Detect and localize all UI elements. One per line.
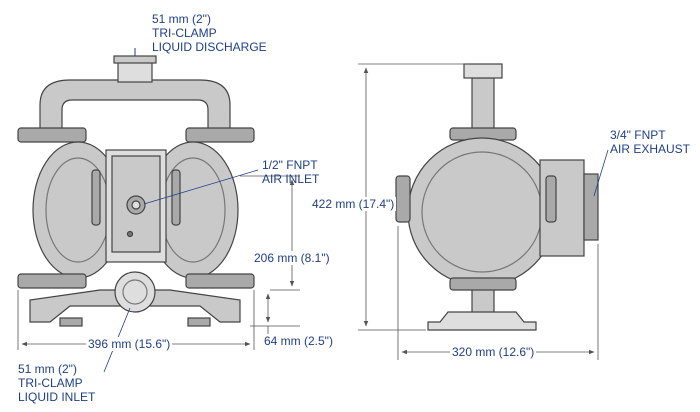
clamp-band-bottom-right bbox=[185, 273, 255, 289]
label-liquid-inlet: 51 mm (2") TRI-CLAMP LIQUID INLET bbox=[18, 362, 95, 404]
liquid-inlet-port bbox=[114, 271, 156, 313]
dim-front-width: 396 mm (15.6") bbox=[86, 337, 173, 351]
liquid-inlet-title: LIQUID INLET bbox=[18, 390, 96, 404]
dim-height-inlet: 206 mm (8.1") bbox=[252, 251, 332, 265]
side-body bbox=[407, 137, 557, 287]
foot-right bbox=[187, 317, 211, 327]
clamp-band-top-right bbox=[185, 127, 255, 143]
clamp-band-top-left bbox=[17, 127, 87, 143]
liquid-inlet-size: 51 mm (2") bbox=[18, 362, 77, 376]
discharge-title: LIQUID DISCHARGE bbox=[152, 40, 267, 54]
side-base bbox=[427, 311, 537, 331]
air-inlet-size: 1/2" FNPT bbox=[262, 158, 318, 172]
air-exhaust-size: 3/4" FNPT bbox=[610, 128, 666, 142]
air-inlet-title: AIR INLET bbox=[262, 172, 320, 186]
discharge-connection: TRI-CLAMP bbox=[152, 26, 217, 40]
air-exhaust-title: AIR EXHAUST bbox=[610, 142, 691, 156]
air-valve-block bbox=[111, 155, 161, 253]
label-air-exhaust: 3/4" FNPT AIR EXHAUST bbox=[610, 128, 690, 156]
label-liquid-discharge: 51 mm (2") TRI-CLAMP LIQUID DISCHARGE bbox=[152, 12, 267, 54]
dim-foot-height: 64 mm (2.5") bbox=[262, 334, 335, 348]
discharge-port-flange bbox=[113, 55, 157, 64]
side-top-flange bbox=[463, 63, 503, 79]
side-view bbox=[395, 63, 599, 331]
dim-side-width: 320 mm (12.6") bbox=[450, 345, 537, 359]
label-air-inlet: 1/2" FNPT AIR INLET bbox=[262, 158, 319, 186]
front-view bbox=[17, 48, 255, 327]
foot-left bbox=[59, 317, 83, 327]
discharge-size: 51 mm (2") bbox=[152, 12, 211, 26]
discharge-port bbox=[117, 61, 153, 83]
liquid-inlet-connection: TRI-CLAMP bbox=[18, 376, 83, 390]
clamp-band-bottom-left bbox=[17, 273, 87, 289]
dim-height-total: 422 mm (17.4") bbox=[310, 197, 397, 211]
